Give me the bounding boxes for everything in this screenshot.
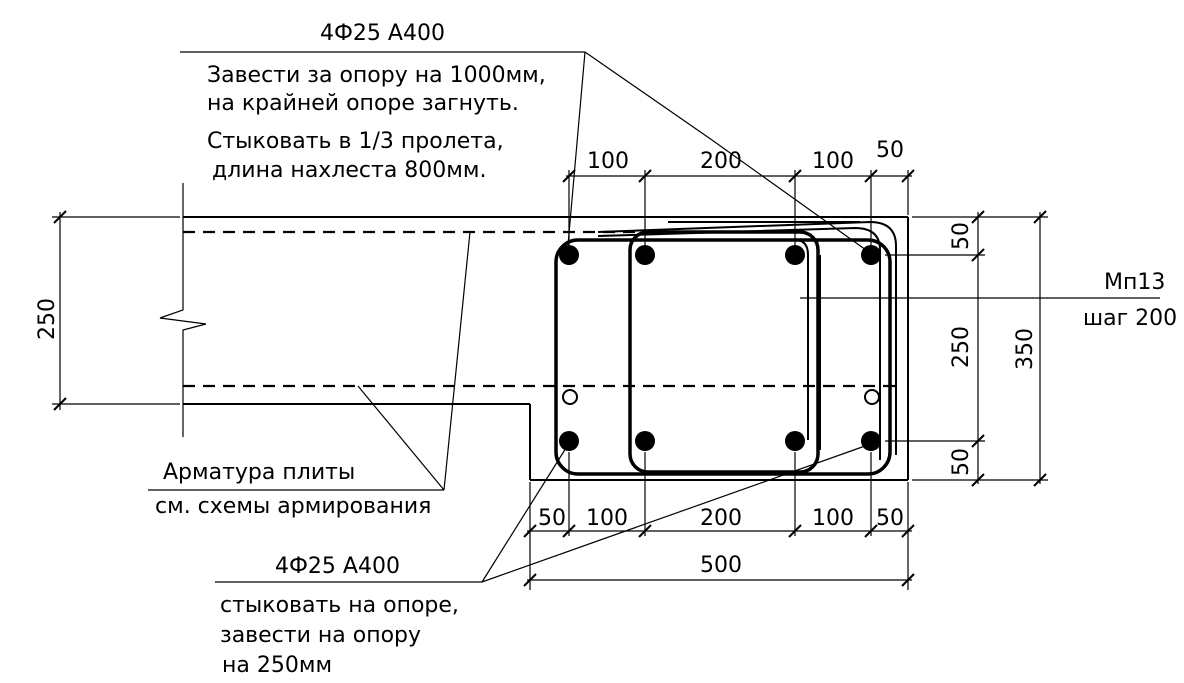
rebar-bottom-1 [559, 431, 579, 451]
bottom-rebar-label: 4Ф25 А400 [275, 554, 400, 579]
stirrups [554, 220, 897, 476]
dim-bottom-1: 50 [538, 506, 566, 531]
stirrup-mark-label: Мп13 [1104, 270, 1165, 295]
slab-rebar-label-2: см. схемы армирования [155, 494, 431, 519]
bottom-note-line-2: завести на опору [220, 623, 421, 648]
dim-right-3: 50 [949, 448, 974, 476]
dim-slab-thickness: 250 [35, 298, 60, 340]
leaders [148, 51, 1160, 583]
dim-bottom-3: 200 [700, 506, 742, 531]
dimension-lines [52, 170, 1048, 590]
bottom-rebar-bars [559, 431, 881, 451]
top-note-line-2: на крайней опоре загнуть. [207, 91, 519, 116]
top-rebar-label: 4Ф25 А400 [320, 21, 445, 46]
dimension-ticks [53, 169, 1047, 587]
slab-rebar-lines [183, 230, 900, 388]
top-rebar-bars [559, 245, 881, 265]
rebar-top-2 [635, 245, 655, 265]
rebar-bottom-4 [861, 431, 881, 451]
rebar-bottom-3 [785, 431, 805, 451]
dim-top-2: 200 [700, 149, 742, 174]
slab-rebar-bars [562, 389, 880, 405]
bottom-note-line-3: на 250мм [222, 653, 332, 678]
top-note-line-4: длина нахлеста 800мм. [212, 158, 486, 183]
dim-bottom-2: 100 [586, 506, 628, 531]
dim-top-3: 100 [812, 149, 854, 174]
rebar-top-1 [559, 245, 579, 265]
stirrup-step-label: шаг 200 [1083, 306, 1177, 331]
dim-overall-width: 500 [700, 553, 742, 578]
top-note-line-3: Стыковать в 1/3 пролета, [207, 129, 504, 154]
callout-texts: 4Ф25 А400 Завести за опору на 1000мм, на… [155, 21, 1177, 678]
dim-bottom-4: 100 [812, 506, 854, 531]
beam-outline [183, 216, 909, 481]
dim-right-2: 250 [949, 326, 974, 368]
bottom-note-line-1: стыковать на опоре, [220, 593, 459, 618]
break-line [159, 183, 207, 437]
dim-overall-height: 350 [1013, 328, 1038, 370]
dim-bottom-5: 50 [876, 506, 904, 531]
rebar-top-3 [785, 245, 805, 265]
rebar-bottom-2 [635, 431, 655, 451]
dimension-texts: 100 200 100 50 50 100 200 100 50 500 250… [35, 138, 1038, 578]
dim-right-1: 50 [949, 222, 974, 250]
slab-rebar-label-1: Арматура плиты [163, 460, 355, 485]
dim-top-1: 100 [587, 149, 629, 174]
top-note-line-1: Завести за опору на 1000мм, [207, 63, 546, 88]
dim-top-4: 50 [876, 138, 904, 163]
